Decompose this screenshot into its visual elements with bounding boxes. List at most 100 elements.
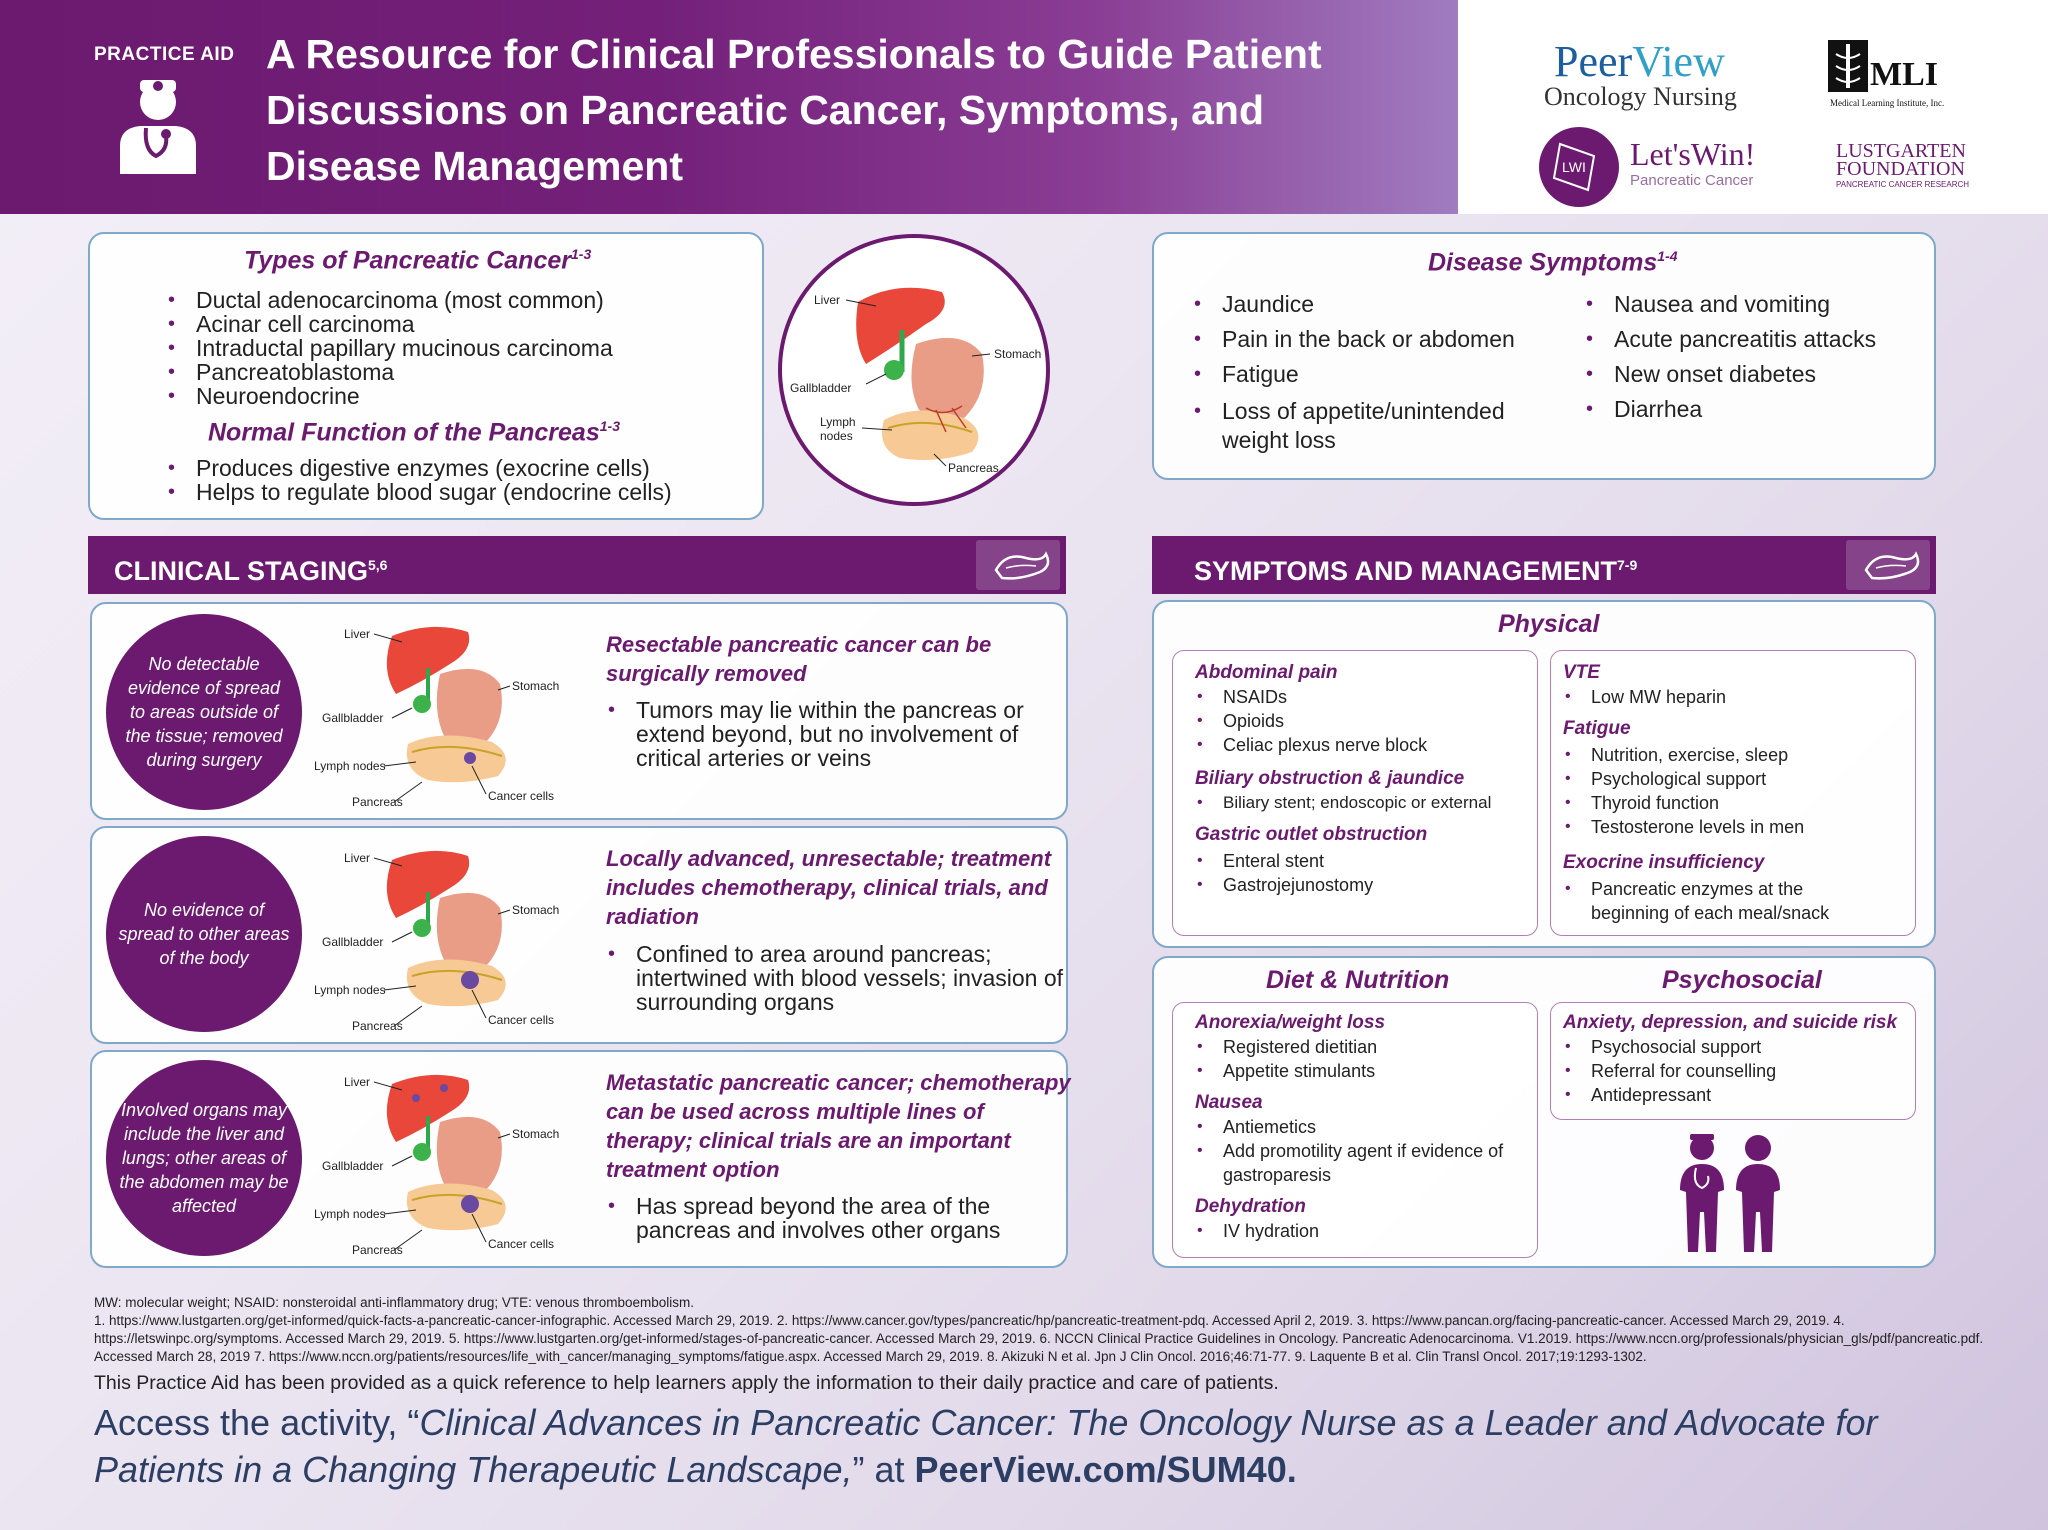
fatigue-list: Nutrition, exercise, sleep Psychological… <box>1563 743 1804 839</box>
list-item: Loss of appetite/unintended weight loss <box>1192 397 1532 455</box>
list-item: Add promotility agent if evidence of gas… <box>1195 1139 1515 1187</box>
biliary-list: Biliary stent; endoscopic or external <box>1195 791 1491 815</box>
list-item: Nausea and vomiting <box>1584 292 1924 316</box>
list-item: Jaundice <box>1192 292 1532 316</box>
label-pancreas: Pancreas <box>948 461 999 475</box>
doctor-icon <box>120 80 196 174</box>
label-pancreas: Pancreas <box>352 1243 403 1257</box>
page-title: A Resource for Clinical Professionals to… <box>266 31 1322 189</box>
list-item: Neuroendocrine <box>166 384 613 408</box>
label-gallbladder: Gallbladder <box>790 381 851 395</box>
stage-2-anatomy-diagram: Liver Stomach Gallbladder Lymph nodes Pa… <box>314 850 559 1033</box>
list-item: Has spread beyond the area of the pancre… <box>606 1194 1066 1242</box>
symptoms-list-left: Jaundice Pain in the back or abdomen Fat… <box>1192 292 1532 455</box>
types-title: Types of Pancreatic Cancer1-3 <box>244 246 592 275</box>
list-item: Confined to area around pancreas; intert… <box>606 942 1066 1014</box>
letswin-logo[interactable]: Let'sWin! <box>1630 136 1756 172</box>
lustgarten-subtitle: PANCREATIC CANCER RESEARCH <box>1836 180 1970 189</box>
anxiety-list: Psychosocial support Referral for counse… <box>1563 1035 1776 1107</box>
clinical-staging-header: CLINICAL STAGING5,6 <box>88 536 1066 594</box>
mli-logo[interactable]: MLI <box>1870 56 1938 93</box>
list-item: Opioids <box>1195 709 1427 733</box>
list-item: Intraductal papillary mucinous carcinoma <box>166 336 613 360</box>
types-list: Ductal adenocarcinoma (most common) Acin… <box>166 288 613 408</box>
mli-subtitle: Medical Learning Institute, Inc. <box>1830 98 1945 108</box>
nausea-list: Antiemetics Add promotility agent if evi… <box>1195 1115 1515 1187</box>
list-item: Psychological support <box>1563 767 1804 791</box>
diet-box: Anorexia/weight loss Registered dietitia… <box>1172 1002 1538 1258</box>
pancreas-icon <box>1846 540 1930 590</box>
list-item: Psychosocial support <box>1563 1035 1776 1059</box>
list-item: Registered dietitian <box>1195 1035 1377 1059</box>
normal-function-list: Produces digestive enzymes (exocrine cel… <box>166 456 672 504</box>
list-item: Tumors may lie within the pancreas or ex… <box>606 698 1066 770</box>
logos-panel: PeerView Oncology Nursing MLI Medical Le… <box>1458 0 2048 214</box>
list-item: Gastrojejunostomy <box>1195 873 1373 897</box>
label-gallbladder: Gallbladder <box>322 935 383 949</box>
list-item: NSAIDs <box>1195 685 1427 709</box>
peerview-logo[interactable]: PeerView <box>1554 37 1725 86</box>
header-banner: PRACTICE AID A Resource for Clinical Pro… <box>0 0 1458 214</box>
nausea-heading: Nausea <box>1195 1092 1263 1113</box>
physical-right-box: VTE Low MW heparin Fatigue Nutrition, ex… <box>1550 650 1916 936</box>
symptoms-management-header: SYMPTOMS AND MANAGEMENT7-9 <box>1152 536 1936 594</box>
letswin-badge-icon: LWI <box>1539 127 1619 207</box>
stage-3-heading: Metastatic pancreatic cancer; chemothera… <box>606 1070 1071 1182</box>
label-lymph-1: Lymph <box>820 415 856 429</box>
diet-title: Diet & Nutrition <box>1266 966 1450 994</box>
list-item: Low MW heparin <box>1563 685 1726 709</box>
mli-caduceus-icon <box>1828 40 1868 92</box>
list-item: Produces digestive enzymes (exocrine cel… <box>166 456 672 480</box>
label-stomach: Stomach <box>512 679 559 693</box>
label-liver: Liver <box>344 627 370 641</box>
stage-2-description: Confined to area around pancreas; intert… <box>606 942 1066 1014</box>
label-liver: Liver <box>344 1075 370 1089</box>
stage-card-3: Involved organs may include the liver an… <box>90 1050 1071 1268</box>
label-pancreas: Pancreas <box>352 1019 403 1033</box>
list-item: Diarrhea <box>1584 397 1924 421</box>
psychosocial-box: Anxiety, depression, and suicide risk Ps… <box>1550 1002 1916 1120</box>
label-stomach: Stomach <box>512 903 559 917</box>
label-cancer-cells: Cancer cells <box>488 789 554 803</box>
anorexia-list: Registered dietitian Appetite stimulants <box>1195 1035 1377 1083</box>
dehydration-heading: Dehydration <box>1195 1196 1306 1217</box>
stage-2-heading: Locally advanced, unresectable; treatmen… <box>606 846 1052 929</box>
fatigue-heading: Fatigue <box>1563 718 1631 739</box>
list-item: Antidepressant <box>1563 1083 1776 1107</box>
abdominal-pain-list: NSAIDs Opioids Celiac plexus nerve block <box>1195 685 1427 757</box>
exocrine-heading: Exocrine insufficiency <box>1563 852 1765 873</box>
list-item: Nutrition, exercise, sleep <box>1563 743 1804 767</box>
peerview-subtitle: Oncology Nursing <box>1544 82 1737 111</box>
list-item: New onset diabetes <box>1584 362 1924 386</box>
abbreviations: MW: molecular weight; NSAID: nonsteroida… <box>94 1295 694 1310</box>
label-gallbladder: Gallbladder <box>322 1159 383 1173</box>
list-item: Fatigue <box>1192 362 1532 386</box>
list-item: Testosterone levels in men <box>1563 815 1804 839</box>
list-item: Appetite stimulants <box>1195 1059 1377 1083</box>
list-item: Enteral stent <box>1195 849 1373 873</box>
exocrine-list: Pancreatic enzymes at the beginning of e… <box>1563 877 1853 925</box>
label-lymph-nodes: Lymph nodes <box>314 759 386 773</box>
anxiety-heading: Anxiety, depression, and suicide risk <box>1563 1012 1898 1033</box>
list-item: IV hydration <box>1195 1219 1319 1243</box>
label-stomach: Stomach <box>512 1127 559 1141</box>
normal-function-title: Normal Function of the Pancreas1-3 <box>208 418 620 447</box>
vte-list: Low MW heparin <box>1563 685 1726 709</box>
footer: MW: molecular weight; NSAID: nonsteroida… <box>94 1294 2004 1493</box>
list-item: Antiemetics <box>1195 1115 1515 1139</box>
letswin-subtitle: Pancreatic Cancer <box>1630 172 1754 189</box>
stage-card-2: No evidence of spread to other areas of … <box>90 826 1068 1044</box>
stage-circle-2: No evidence of spread to other areas of … <box>106 836 302 1032</box>
gastric-heading: Gastric outlet obstruction <box>1195 824 1428 845</box>
physical-title: Physical <box>1498 610 1600 638</box>
stage-3-anatomy-diagram: Liver Stomach Gallbladder Lymph nodes Pa… <box>314 1074 559 1257</box>
activity-link[interactable]: PeerView.com/SUM40. <box>914 1449 1297 1490</box>
access-activity: Access the activity, “Clinical Advances … <box>94 1402 1878 1490</box>
dehydration-list: IV hydration <box>1195 1219 1319 1243</box>
label-lymph-nodes: Lymph nodes <box>314 1207 386 1221</box>
list-item: Celiac plexus nerve block <box>1195 733 1427 757</box>
list-item: Pancreatic enzymes at the beginning of e… <box>1563 877 1853 925</box>
label-cancer-cells: Cancer cells <box>488 1237 554 1251</box>
symptoms-card: Disease Symptoms1-4 Jaundice Pain in the… <box>1152 232 1936 480</box>
